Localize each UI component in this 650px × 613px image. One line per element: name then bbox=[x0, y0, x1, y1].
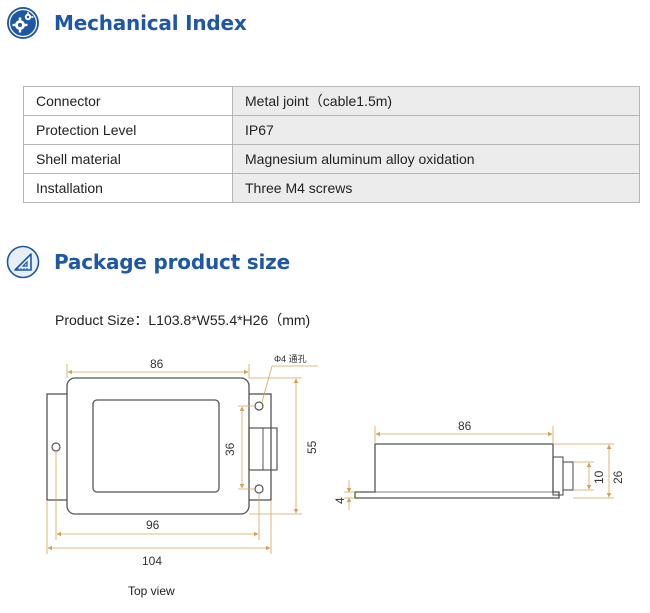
dim-label: 96 bbox=[146, 518, 160, 532]
side-view-drawing: 86 10 26 4 bbox=[333, 419, 625, 510]
row-label: Connector bbox=[23, 86, 233, 116]
row-value: IP67 bbox=[232, 115, 640, 145]
dim-label: 86 bbox=[458, 419, 472, 433]
dim-label: 86 bbox=[150, 357, 164, 371]
section-title: Package product size bbox=[54, 250, 290, 274]
dim-label: 10 bbox=[592, 470, 606, 484]
section-title: Mechanical Index bbox=[54, 11, 247, 35]
table-row: Protection Level IP67 bbox=[23, 115, 640, 145]
triangle-ruler-icon bbox=[6, 245, 40, 279]
dim-label: 4 bbox=[333, 497, 347, 504]
section-header-package: Package product size bbox=[6, 245, 290, 279]
row-value: Magnesium aluminum alloy oxidation bbox=[232, 144, 640, 174]
top-view-drawing: 86 Φ4 通孔 36 55 96 104 bbox=[46, 354, 319, 568]
table-row: Shell material Magnesium aluminum alloy … bbox=[23, 144, 640, 174]
gears-icon bbox=[7, 7, 39, 39]
table-row: Connector Metal joint（cable1.5m) bbox=[23, 86, 640, 116]
spec-table: Connector Metal joint（cable1.5m) Protect… bbox=[23, 86, 640, 203]
row-value: Metal joint（cable1.5m) bbox=[232, 86, 640, 116]
row-label: Installation bbox=[23, 173, 233, 203]
product-size-text: Product Size：L103.8*W55.4*H26（mm) bbox=[55, 312, 311, 328]
section-header-mechanical: Mechanical Index bbox=[6, 6, 247, 40]
row-value: Three M4 screws bbox=[232, 173, 640, 203]
row-label: Shell material bbox=[23, 144, 233, 174]
table-row: Installation Three M4 screws bbox=[23, 173, 640, 203]
drawing-caption: Top view bbox=[128, 584, 175, 598]
row-label: Protection Level bbox=[23, 115, 233, 145]
hole-note: Φ4 通孔 bbox=[274, 354, 307, 364]
dim-label: 26 bbox=[611, 470, 625, 484]
technical-drawing: 86 Φ4 通孔 36 55 96 104 bbox=[46, 354, 625, 568]
dim-label: 55 bbox=[305, 440, 319, 454]
dim-label: 104 bbox=[142, 554, 162, 568]
dim-label: 36 bbox=[223, 442, 237, 456]
